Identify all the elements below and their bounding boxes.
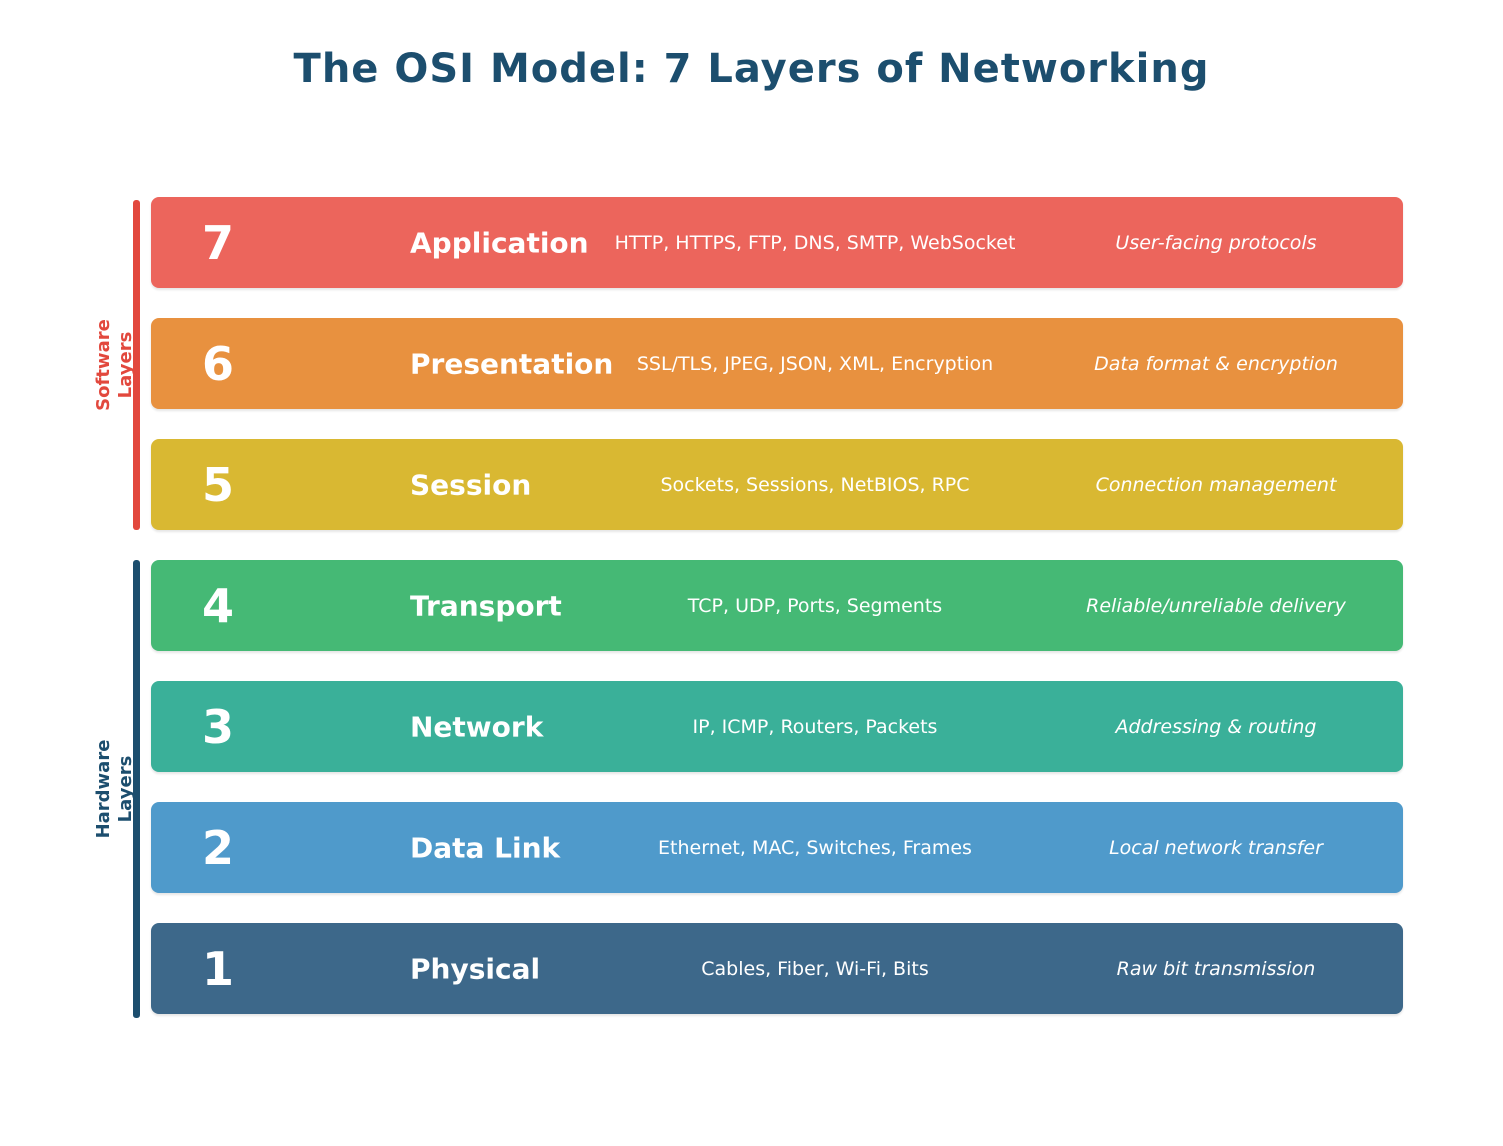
hardware-layers-label-line1: Hardware: [93, 739, 114, 839]
layer-description: User-facing protocols: [1115, 231, 1317, 254]
layer-name: Data Link: [410, 831, 561, 864]
layer-stack: 7 Application HTTP, HTTPS, FTP, DNS, SMT…: [151, 197, 1403, 1014]
layer-number: 4: [201, 578, 234, 633]
layer-protocols: SSL/TLS, JPEG, JSON, XML, Encryption: [636, 352, 994, 375]
layer-protocols: Sockets, Sessions, NetBIOS, RPC: [660, 473, 970, 496]
layer-name: Presentation: [410, 347, 614, 380]
layer-number: 6: [201, 336, 234, 391]
layer-protocols: Cables, Fiber, Wi-Fi, Bits: [701, 957, 929, 980]
layer-description: Addressing & routing: [1115, 715, 1317, 738]
layer-number: 2: [201, 820, 234, 875]
layer-name: Application: [410, 226, 589, 259]
hardware-layers-label: Hardware Layers: [93, 704, 137, 874]
layer-description: Data format & encryption: [1094, 352, 1338, 375]
layer-row-session: 5 Session Sockets, Sessions, NetBIOS, RP…: [151, 439, 1403, 530]
layer-row-presentation: 6 Presentation SSL/TLS, JPEG, JSON, XML,…: [151, 318, 1403, 409]
layer-row-datalink: 2 Data Link Ethernet, MAC, Switches, Fra…: [151, 802, 1403, 893]
layer-protocols: Ethernet, MAC, Switches, Frames: [658, 836, 972, 859]
layer-name: Session: [410, 468, 532, 501]
layer-protocols: TCP, UDP, Ports, Segments: [687, 594, 943, 617]
layer-protocols: IP, ICMP, Routers, Packets: [692, 715, 938, 738]
layer-row-network: 3 Network IP, ICMP, Routers, Packets Add…: [151, 681, 1403, 772]
layer-name: Network: [410, 710, 544, 743]
software-layers-label-line1: Software: [93, 319, 114, 411]
layer-row-physical: 1 Physical Cables, Fiber, Wi-Fi, Bits Ra…: [151, 923, 1403, 1014]
hardware-layers-bracket: [133, 560, 140, 1018]
software-layers-label: Software Layers: [93, 280, 137, 450]
layer-name: Physical: [410, 952, 541, 985]
layer-name: Transport: [410, 589, 562, 622]
layer-row-transport: 4 Transport TCP, UDP, Ports, Segments Re…: [151, 560, 1403, 651]
layer-description: Reliable/unreliable delivery: [1086, 594, 1346, 617]
software-layers-bracket: [133, 200, 140, 530]
layer-protocols: HTTP, HTTPS, FTP, DNS, SMTP, WebSocket: [614, 231, 1016, 254]
layer-description: Raw bit transmission: [1116, 957, 1316, 980]
software-layers-label-line2: Layers: [114, 331, 136, 399]
layer-number: 7: [201, 215, 234, 270]
layer-number: 3: [201, 699, 234, 754]
layer-number: 1: [201, 941, 234, 996]
layer-row-application: 7 Application HTTP, HTTPS, FTP, DNS, SMT…: [151, 197, 1403, 288]
layer-description: Connection management: [1095, 473, 1337, 496]
layer-number: 5: [201, 457, 234, 512]
page-title: The OSI Model: 7 Layers of Networking: [293, 46, 1210, 92]
layer-description: Local network transfer: [1109, 836, 1323, 859]
hardware-layers-label-line2: Layers: [114, 755, 136, 823]
